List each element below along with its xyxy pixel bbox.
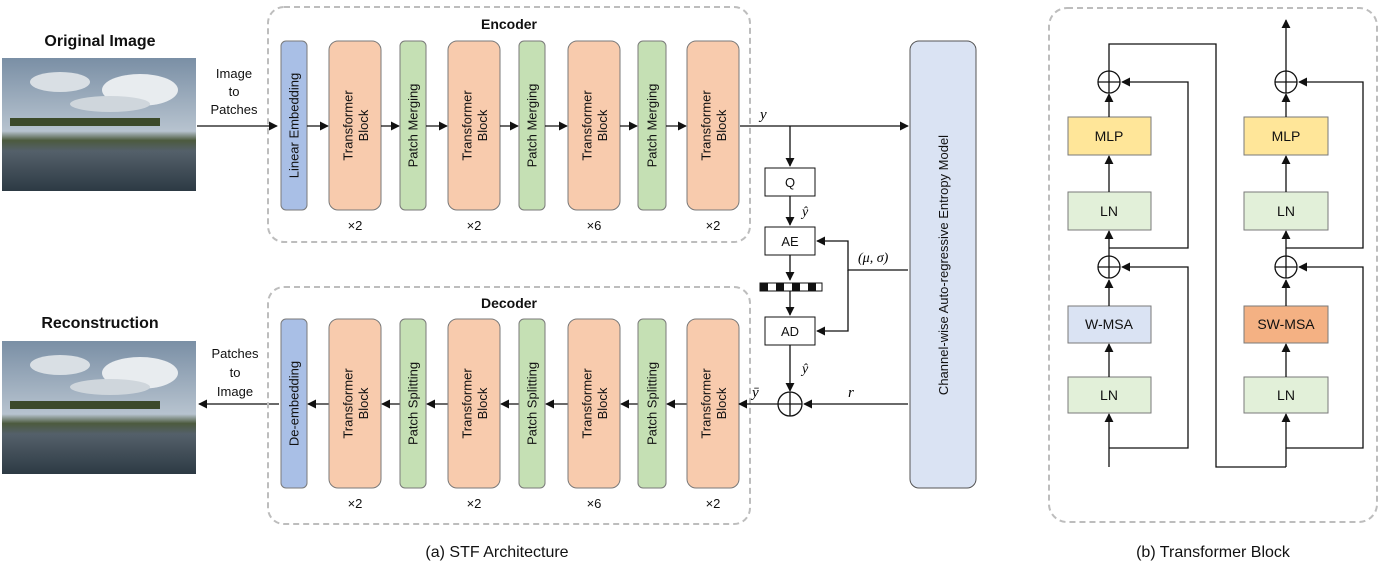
encoder-multiplier-3: ×2	[706, 218, 721, 233]
ln-box-top-right	[1243, 191, 1329, 231]
caption-a: (a) STF Architecture	[425, 544, 568, 561]
transformer-block-right: LN SW-MSA LN MLP	[1243, 19, 1364, 467]
decoder-multiplier-1: ×2	[467, 496, 482, 511]
encoder-blocks: Linear Embedding TransformerBlock Patch Me…	[280, 40, 740, 233]
ln-box-top-left	[1067, 191, 1152, 231]
sum-node-main	[777, 391, 803, 417]
ae-label: AE	[781, 234, 799, 249]
encoder-multiplier-1: ×2	[467, 218, 482, 233]
ln-label-top-left: LN	[1100, 203, 1118, 219]
ln-label-bottom-right: LN	[1277, 387, 1295, 403]
arithmetic-encoder-box	[764, 226, 816, 256]
w-msa-box	[1067, 305, 1152, 344]
sw-msa-label: SW-MSA	[1257, 316, 1315, 332]
decoder-block-2	[399, 318, 427, 489]
encoder-block-label-6: Patch Merging	[645, 84, 660, 168]
svg-text:Image: Image	[216, 66, 252, 81]
image-to-patches-label: Image to Patches	[211, 66, 258, 117]
y-hat-label-bottom: ŷ	[800, 362, 809, 377]
encoder-multiplier-0: ×2	[348, 218, 363, 233]
decoder-block-0	[280, 318, 308, 489]
decoder-blocks: De-embedding TransformerBlock Patch Splitt…	[280, 318, 740, 511]
decoder-block-label-7: TransformerBlock	[698, 368, 729, 439]
ln-label-bottom-left: LN	[1100, 387, 1118, 403]
arrow-params-to-ae	[816, 236, 908, 271]
ln-box-bottom-right	[1243, 376, 1329, 414]
entropy-model-box	[909, 40, 977, 489]
bitstream	[759, 282, 823, 292]
encoder-block-label-2: Patch Merging	[406, 84, 421, 168]
reconstruction-label: Reconstruction	[41, 315, 158, 332]
svg-text:Patches: Patches	[212, 346, 259, 361]
patches-to-image-label: Patches to Image	[212, 346, 259, 399]
w-msa-label: W-MSA	[1085, 316, 1134, 332]
encoder-block-label-4: Patch Merging	[525, 84, 540, 168]
decoder-block-1	[328, 318, 382, 489]
encoder-multiplier-2: ×6	[587, 218, 602, 233]
decoder-block-6	[637, 318, 667, 489]
decoder-block-5	[567, 318, 621, 489]
decoder-block-4	[518, 318, 546, 489]
sw-msa-box	[1243, 305, 1329, 344]
arrow-params-to-ad	[816, 270, 849, 336]
y-bar-label: ȳ	[750, 385, 759, 401]
transformer-block-container	[1048, 7, 1378, 523]
svg-text:to: to	[229, 84, 240, 99]
original-image-label: Original Image	[44, 33, 155, 50]
encoder-block-label-1: TransformerBlock	[340, 90, 371, 161]
y-hat-label-top: ŷ	[800, 205, 809, 220]
encoder-title: Encoder	[481, 16, 538, 32]
ln-label-top-right: LN	[1277, 203, 1295, 219]
decoder-block-label-0: De-embedding	[287, 361, 302, 446]
decoder-multiplier-3: ×2	[706, 496, 721, 511]
y-label: y	[758, 107, 767, 123]
decoder-block-label-6: Patch Splitting	[645, 362, 660, 445]
ad-label: AD	[781, 324, 799, 339]
mlp-label-right: MLP	[1272, 128, 1301, 144]
reconstruction-image	[2, 341, 196, 474]
encoder-block-label-5: TransformerBlock	[579, 90, 610, 161]
q-label: Q	[785, 175, 795, 190]
mlp-box-left	[1067, 116, 1152, 156]
encoder-block-label-0: Linear Embedding	[287, 73, 302, 179]
decoder-title: Decoder	[481, 295, 538, 311]
encoder-container	[267, 6, 751, 243]
caption-b: (b) Transformer Block	[1136, 544, 1291, 561]
decoder-multiplier-2: ×6	[587, 496, 602, 511]
encoder-block-label-3: TransformerBlock	[459, 90, 490, 161]
original-image	[2, 58, 196, 191]
svg-text:Patches: Patches	[211, 102, 258, 117]
decoder-block-label-1: TransformerBlock	[340, 368, 371, 439]
decoder-block-3	[447, 318, 501, 489]
arithmetic-decoder-box	[764, 316, 816, 346]
mu-sigma-label: (μ, σ)	[858, 251, 889, 266]
mlp-box-right	[1243, 116, 1329, 156]
transformer-block-left: LN W-MSA LN MLP	[1067, 43, 1286, 468]
encoder-block-label-7: TransformerBlock	[698, 90, 729, 161]
decoder-block-label-2: Patch Splitting	[406, 362, 421, 445]
decoder-multiplier-0: ×2	[348, 496, 363, 511]
entropy-model-label: Channel-wise Auto-regressive Entropy Mod…	[936, 135, 951, 395]
decoder-block-label-5: TransformerBlock	[579, 368, 610, 439]
svg-text:to: to	[230, 365, 241, 380]
decoder-block-label-3: TransformerBlock	[459, 368, 490, 439]
r-label: r	[848, 385, 854, 401]
decoder-block-label-4: Patch Splitting	[525, 362, 540, 445]
decoder-container	[267, 286, 751, 525]
mlp-label-left: MLP	[1095, 128, 1124, 144]
svg-text:Image: Image	[217, 384, 253, 399]
encoder-block-7	[686, 40, 740, 211]
quantizer-box	[764, 167, 816, 197]
